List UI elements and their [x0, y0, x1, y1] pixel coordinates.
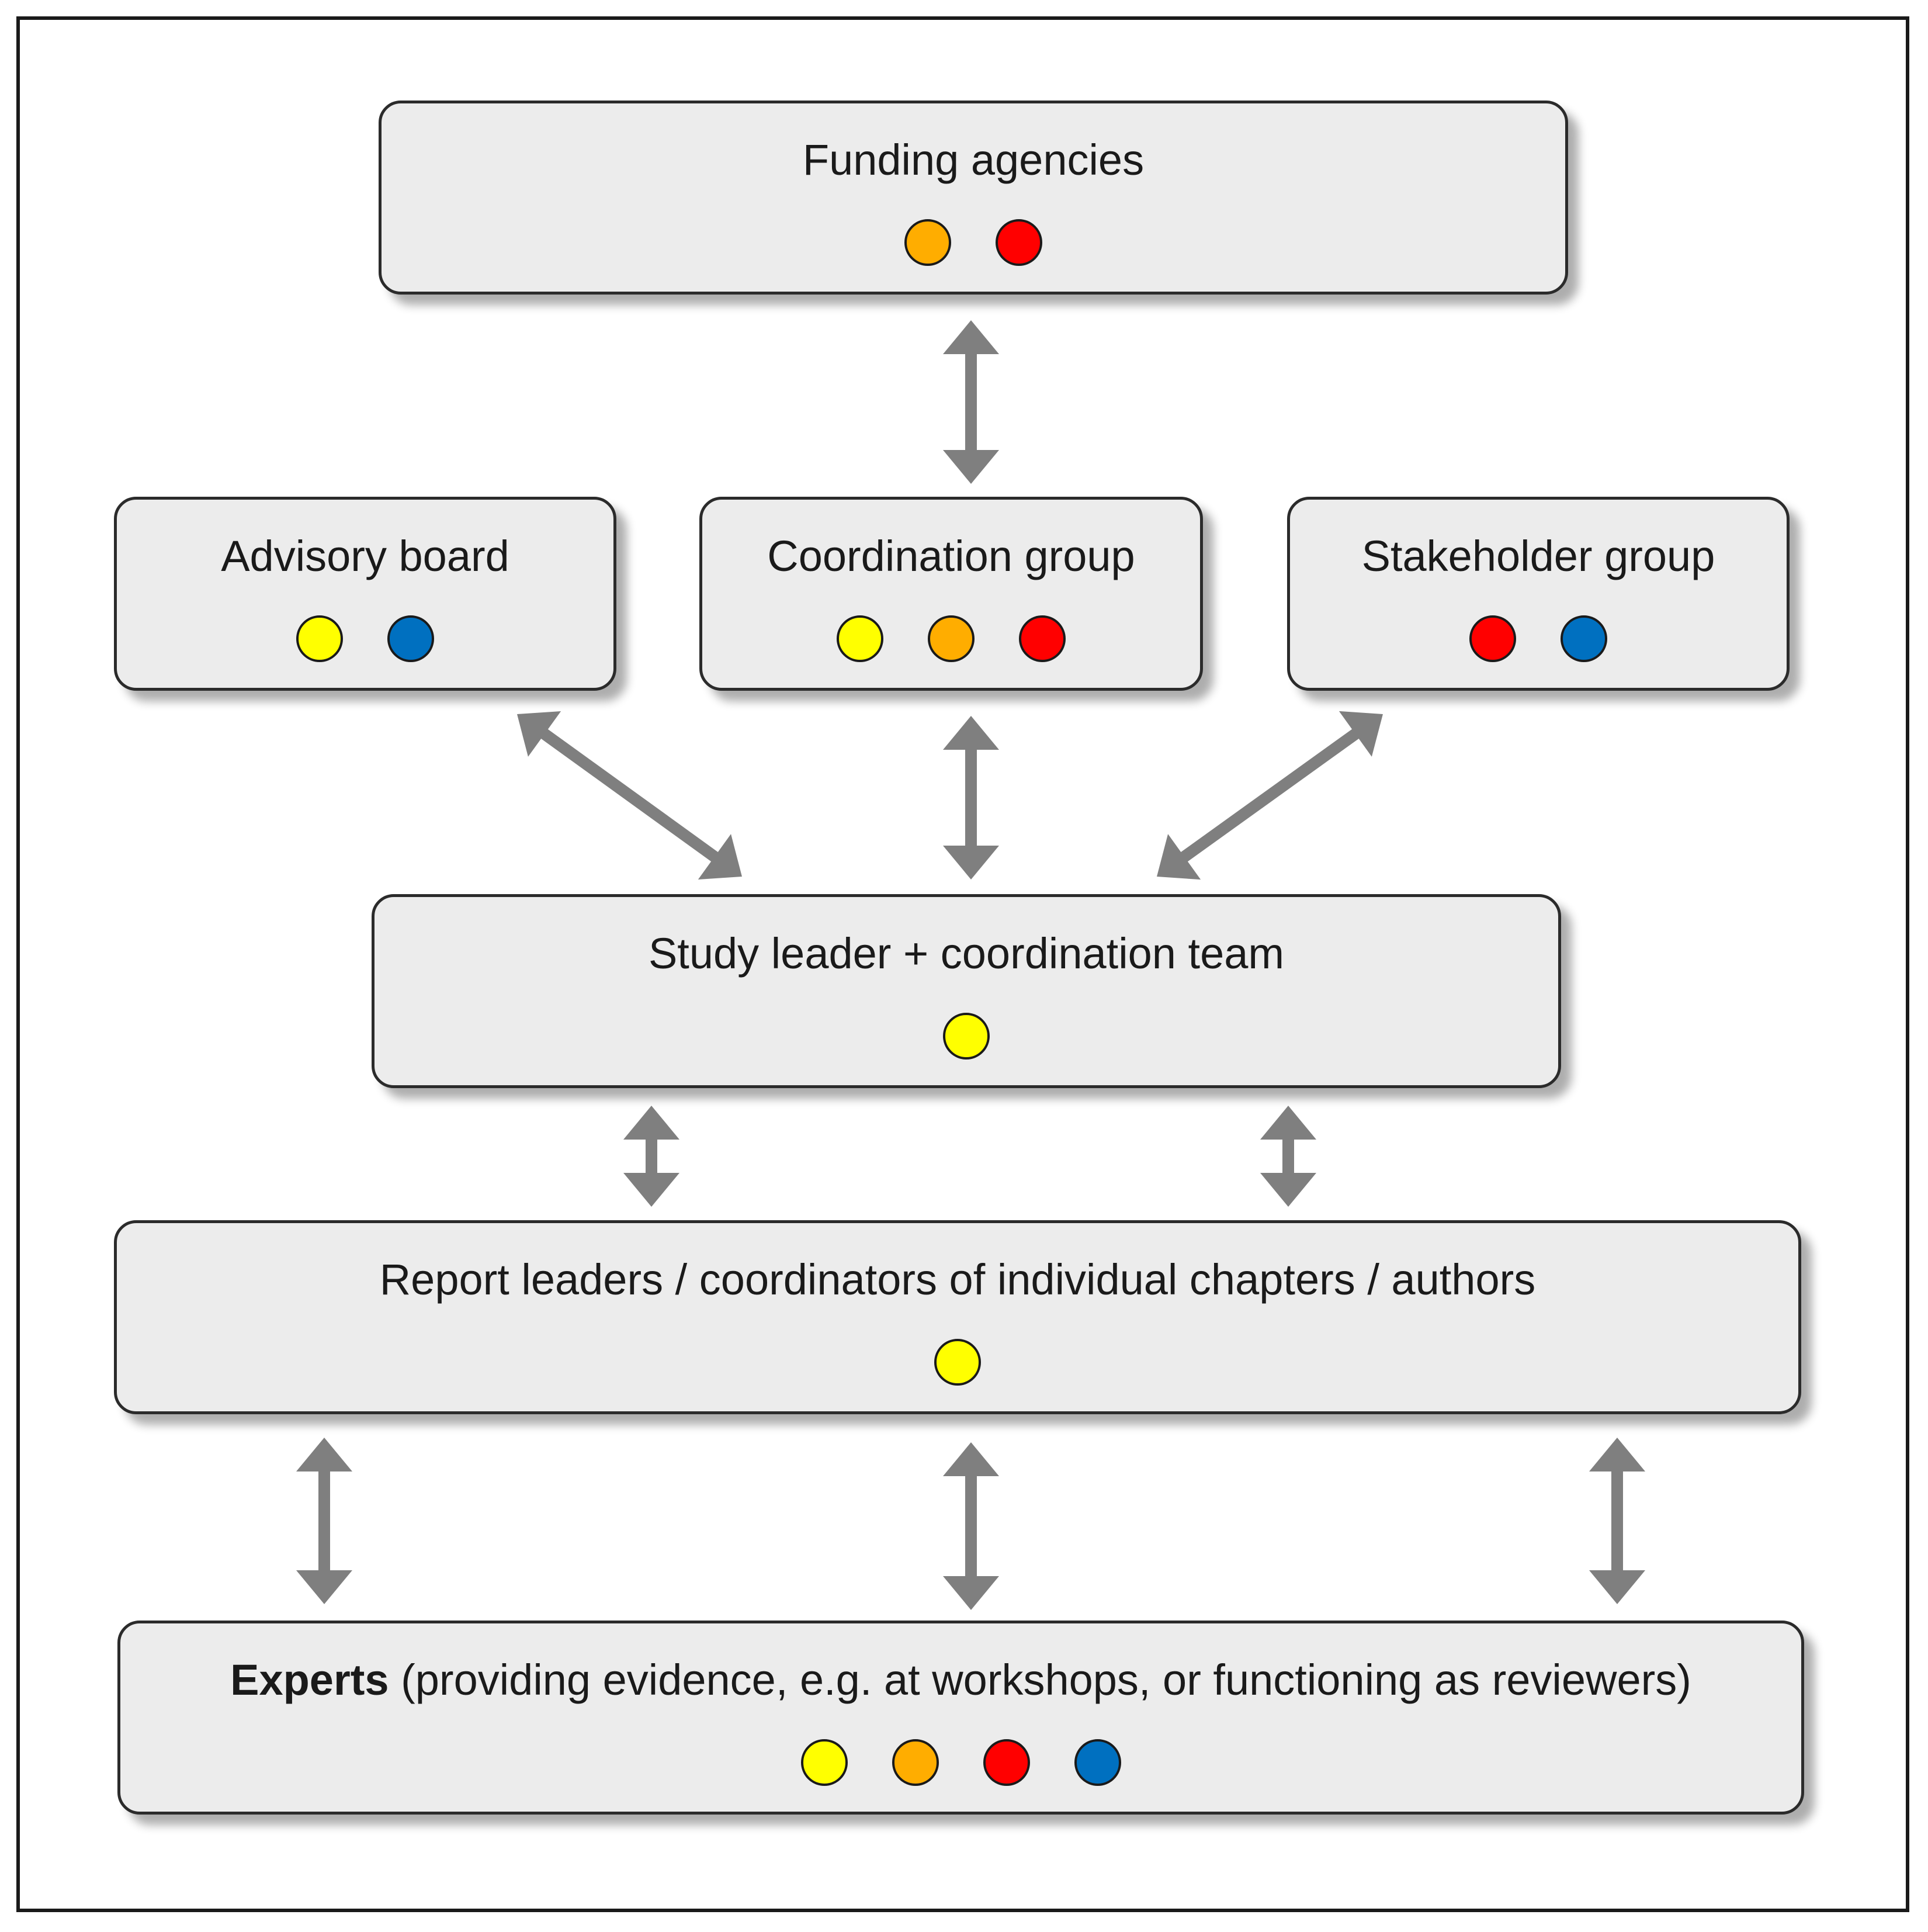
yellow-dot: [296, 615, 343, 662]
funding-agencies-box: Funding agencies: [379, 101, 1568, 295]
red-dot: [983, 1739, 1030, 1786]
experts-dots: [120, 1739, 1801, 1786]
arrow-report-experts-center: [943, 1442, 999, 1610]
study-leader-title: Study leader + coordination team: [648, 929, 1285, 978]
stakeholder-group-dots: [1290, 615, 1787, 662]
advisory-board-title: Advisory board: [221, 532, 509, 580]
arrow-report-experts-left: [296, 1438, 352, 1604]
arrow-coordination-study: [943, 716, 999, 880]
coordination-group-dots: [702, 615, 1200, 662]
yellow-dot: [943, 1013, 990, 1060]
yellow-dot: [934, 1339, 981, 1386]
study-leader-dots: [374, 1013, 1558, 1060]
experts-title-rest: (providing evidence, e.g. at workshops, …: [389, 1656, 1691, 1704]
arrow-funding-coordination: [943, 320, 999, 484]
experts-title: Experts (providing evidence, e.g. at wor…: [120, 1654, 1801, 1706]
coordination-group-box: Coordination group: [699, 497, 1203, 691]
stakeholder-group-title: Stakeholder group: [1361, 532, 1715, 580]
arrow-advisory-study: [517, 711, 742, 880]
red-dot: [1469, 615, 1516, 662]
arrow-study-report-right: [1260, 1106, 1316, 1207]
arrow-report-experts-right: [1589, 1438, 1645, 1604]
orange-dot: [892, 1739, 939, 1786]
yellow-dot: [800, 1739, 848, 1786]
orange-dot: [904, 219, 951, 266]
report-leaders-title: Report leaders / coordinators of individ…: [379, 1255, 1536, 1304]
funding-agencies-dots: [382, 219, 1565, 266]
arrow-stakeholder-study: [1157, 711, 1383, 880]
report-leaders-dots: [117, 1339, 1798, 1386]
blue-dot: [387, 615, 434, 662]
red-dot: [996, 219, 1042, 266]
blue-dot: [1561, 615, 1607, 662]
study-leader-box: Study leader + coordination team: [372, 894, 1561, 1088]
yellow-dot: [837, 615, 883, 662]
advisory-board-box: Advisory board: [114, 497, 616, 691]
advisory-board-dots: [117, 615, 613, 662]
arrow-study-report-left: [623, 1106, 679, 1207]
orange-dot: [928, 615, 975, 662]
stakeholder-group-box: Stakeholder group: [1287, 497, 1790, 691]
report-leaders-box: Report leaders / coordinators of individ…: [114, 1220, 1801, 1414]
experts-box: Experts (providing evidence, e.g. at wor…: [117, 1621, 1804, 1815]
funding-agencies-title: Funding agencies: [802, 136, 1145, 184]
red-dot: [1019, 615, 1066, 662]
coordination-group-title: Coordination group: [767, 532, 1135, 580]
experts-title-bold: Experts: [230, 1656, 389, 1704]
blue-dot: [1074, 1739, 1121, 1786]
